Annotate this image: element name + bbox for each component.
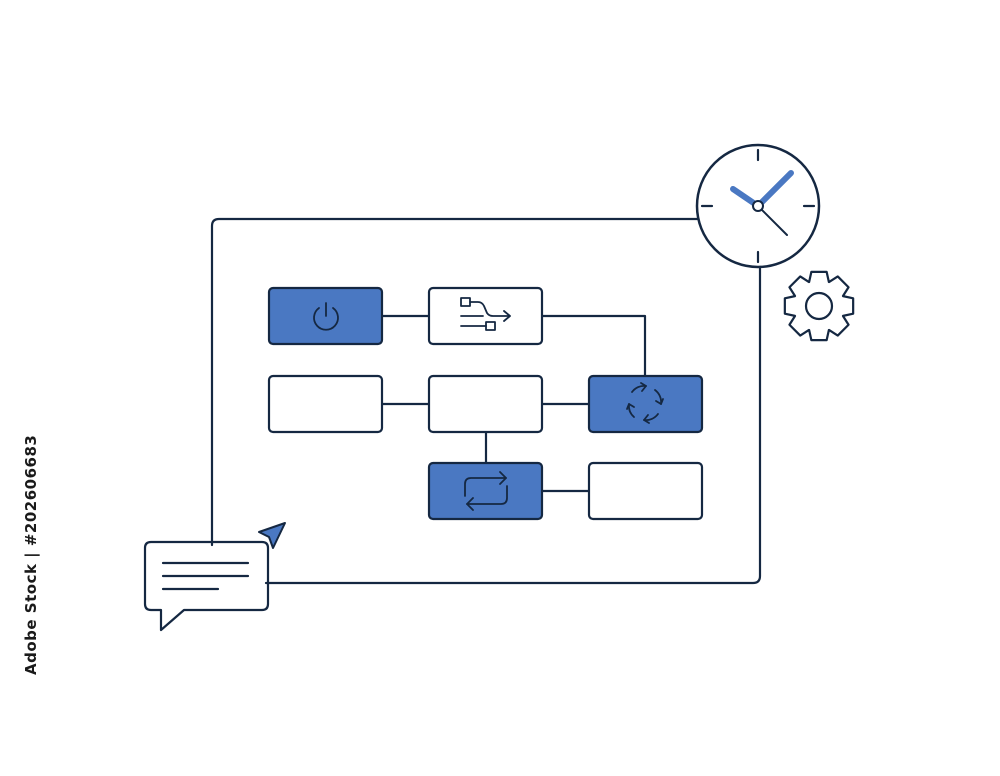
repeat-block[interactable] bbox=[427, 461, 544, 521]
stock-id-label: Adobe Stock | #202606683 bbox=[22, 434, 40, 675]
gear-outline bbox=[783, 270, 855, 342]
branch-block[interactable] bbox=[427, 286, 544, 346]
clock-icon bbox=[695, 143, 821, 269]
refresh-block[interactable] bbox=[587, 374, 704, 434]
refresh-cycle-icon bbox=[626, 382, 664, 424]
connector-branch-refresh bbox=[540, 314, 647, 377]
chat-bubble-icon bbox=[143, 540, 270, 632]
empty-step-middle[interactable] bbox=[427, 374, 544, 434]
empty-step-left[interactable] bbox=[267, 374, 384, 434]
repeat-icon bbox=[464, 471, 508, 511]
empty-step-right[interactable] bbox=[587, 461, 704, 521]
branch-flow-icon bbox=[460, 297, 511, 331]
cursor-arrow-icon bbox=[258, 522, 286, 549]
main-frame bbox=[210, 217, 762, 585]
gear-icon bbox=[783, 270, 855, 342]
power-icon bbox=[313, 302, 339, 331]
